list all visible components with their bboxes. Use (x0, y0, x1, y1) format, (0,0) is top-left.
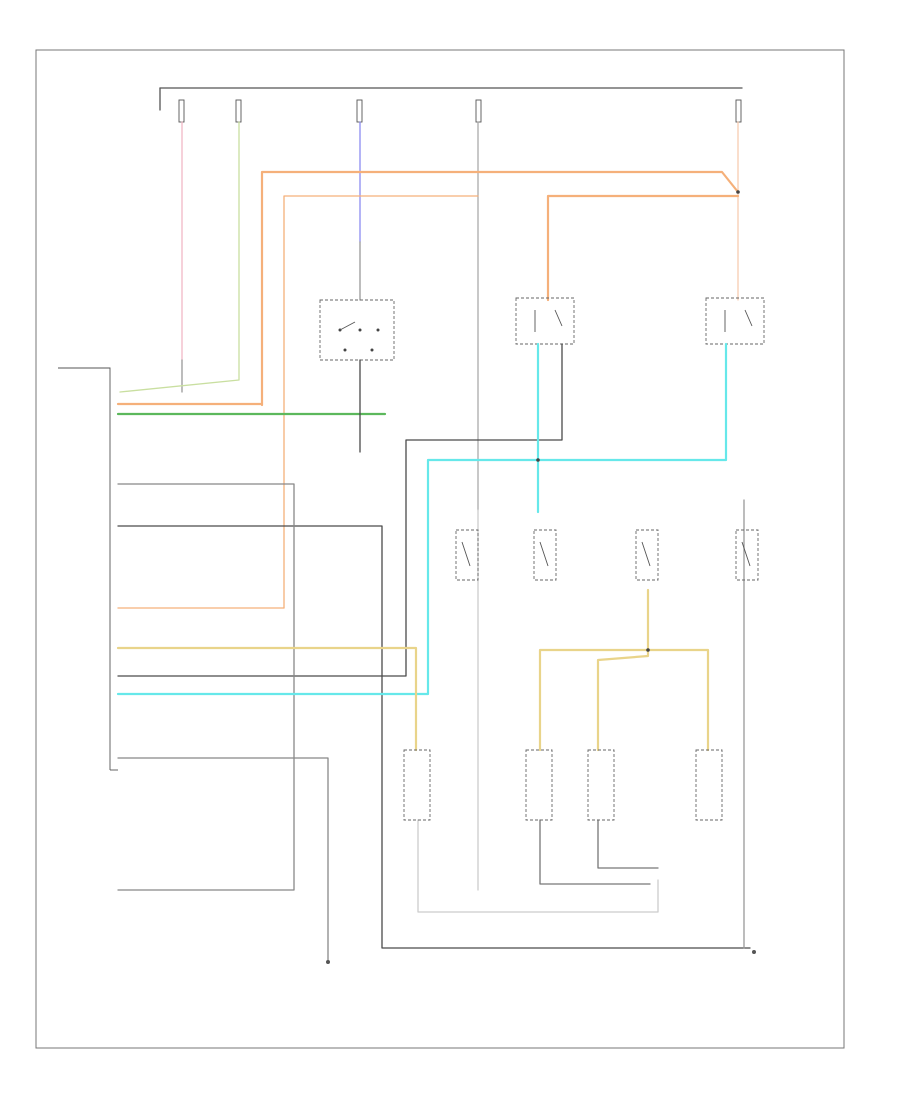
fuse-icon (475, 99, 482, 123)
relay-icon (515, 297, 575, 345)
splice-icon (736, 190, 740, 194)
splice-icon (646, 648, 650, 652)
switch-icon (533, 529, 557, 581)
fuse-icon (235, 99, 242, 123)
switch-icon (635, 529, 659, 581)
fuse-icon (178, 99, 185, 123)
bulb-left (403, 749, 431, 821)
wire-cyan (116, 342, 728, 696)
bulb-right (695, 749, 723, 821)
top-power-bus (159, 87, 743, 111)
range-switch (319, 299, 395, 361)
wire-orange-2 (117, 195, 479, 609)
switch-icon (455, 529, 479, 581)
splice-icon (536, 458, 540, 462)
wire-light-green (119, 121, 240, 393)
wire-orange (116, 170, 740, 407)
relay-icon (705, 297, 765, 345)
wire-bottom-gray (417, 499, 745, 949)
module-bracket (58, 367, 118, 771)
diagram-frame (35, 49, 845, 1049)
switch-icon (735, 529, 759, 581)
ground-icon (752, 950, 756, 954)
bulb-left-stop (587, 749, 615, 821)
bulb-center (525, 749, 553, 821)
wire-yellow (116, 588, 710, 752)
fuse-icon (356, 99, 363, 123)
fuse-icon (735, 99, 742, 123)
ground-icon (326, 960, 330, 964)
wire-black (117, 343, 751, 961)
